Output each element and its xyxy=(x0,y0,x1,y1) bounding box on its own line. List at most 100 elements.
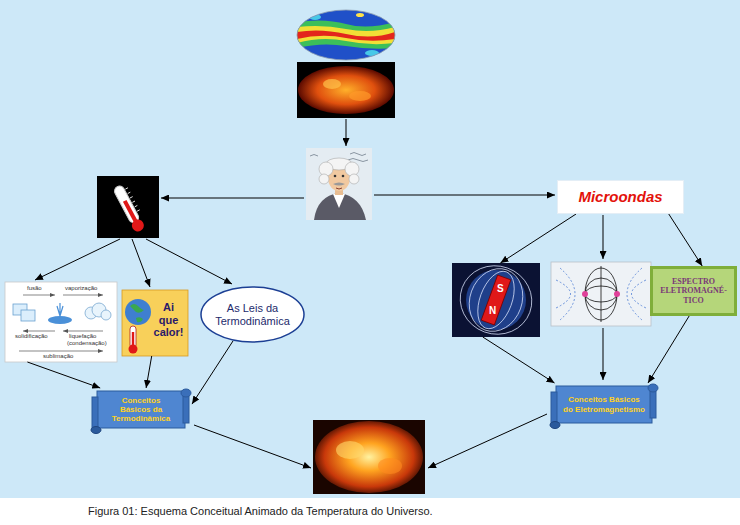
einstein-picture xyxy=(336,188,342,189)
picture-label: vaporização xyxy=(65,285,97,292)
node-label: Conceitos Básicos da Termodinâmica xyxy=(109,396,173,424)
concept-scroll: Conceitos Básicos da Termodinâmica xyxy=(90,388,192,434)
einstein-picture xyxy=(314,193,366,220)
thermometer-picture xyxy=(130,217,146,233)
flow-arrow xyxy=(603,215,604,259)
cmb-glow-map xyxy=(323,79,341,89)
cmb-map xyxy=(297,10,395,60)
cmb-map xyxy=(297,20,395,48)
flow-arrow xyxy=(194,425,311,468)
magnet-picture xyxy=(452,263,540,337)
hot-earth-picture xyxy=(122,290,188,356)
hot-earth-picture xyxy=(129,345,138,354)
cmb-map xyxy=(297,30,395,40)
cmb-map xyxy=(297,10,395,60)
dipole-field-picture xyxy=(560,268,575,320)
dipole-field-picture xyxy=(585,266,617,322)
concept-scroll: Conceitos Básicos do Eletromagnetismo xyxy=(549,383,659,429)
label-holder: N xyxy=(489,305,496,317)
connector-arrow xyxy=(192,341,233,404)
einstein-picture xyxy=(342,175,345,178)
dipole-field-picture xyxy=(614,291,620,297)
thermometer-picture xyxy=(97,176,159,238)
hot-earth-picture xyxy=(125,299,151,325)
magnet-picture xyxy=(466,270,526,330)
node-label: As Leis da Termodinâmica xyxy=(213,302,293,327)
node-label: Microondas xyxy=(578,188,662,205)
connector-arrow xyxy=(146,356,152,388)
cmb-map xyxy=(365,50,379,56)
picture-label: (condensação) xyxy=(67,340,107,347)
phase-change-picture: fusão vaporização solidificação liquefação(… xyxy=(5,282,117,362)
dipole-field-picture xyxy=(601,266,602,322)
cmb-glow-map xyxy=(349,91,371,101)
dipole-field-picture xyxy=(556,268,646,320)
einstein-picture xyxy=(306,148,372,220)
magnet-picture xyxy=(452,263,540,337)
flow-arrow xyxy=(346,119,347,146)
caption-area: Figura 01: Esquema Conceitual Animado da… xyxy=(0,502,740,524)
label-holder: (condensação) xyxy=(67,340,107,347)
label-holder: fusão xyxy=(27,285,42,292)
title-box: Microondas xyxy=(557,180,684,214)
einstein-picture xyxy=(333,194,345,208)
cmb-map xyxy=(297,26,395,44)
picture-label: sublimação xyxy=(43,353,73,360)
cmb-map xyxy=(297,10,395,60)
phase-change-picture xyxy=(63,331,103,332)
cmb-glow-map xyxy=(297,62,395,118)
connector-arrow xyxy=(648,316,689,383)
flow-arrow xyxy=(35,239,120,280)
cmb-map xyxy=(356,13,364,17)
einstein-picture xyxy=(345,162,359,176)
connector-arrow xyxy=(483,337,555,383)
scroll-shape xyxy=(181,389,191,397)
phase-change-picture xyxy=(23,295,55,296)
cmb-glow-map xyxy=(298,66,394,114)
ellipse-outline xyxy=(201,287,304,342)
dipole-field-picture xyxy=(627,268,642,320)
explosion-picture xyxy=(315,421,423,493)
scroll-shape xyxy=(648,384,658,392)
label-holder: sublimação xyxy=(43,353,73,360)
einstein-picture xyxy=(333,183,345,186)
picture-label: liquefação xyxy=(69,333,96,340)
connector-arrow xyxy=(27,362,100,388)
scroll-shape xyxy=(551,392,557,425)
magnet-picture xyxy=(451,256,542,345)
node-label: ESPECTRO ELETROMAGNÉ-TICO xyxy=(657,277,731,305)
background-panel xyxy=(0,0,740,498)
hot-earth-picture: Ai que calor! xyxy=(122,290,188,356)
flow-arrow xyxy=(132,239,150,287)
node-label: Conceitos Básicos do Eletromagnetismo xyxy=(563,395,645,413)
label-holder: liquefação xyxy=(69,333,96,340)
spectrum-box: ESPECTRO ELETROMAGNÉ-TICO xyxy=(650,266,737,316)
flow-arrow xyxy=(374,195,555,196)
dipole-field-picture xyxy=(632,280,647,308)
magnet-picture xyxy=(481,275,511,325)
explosion-picture xyxy=(378,458,402,474)
phase-change-picture xyxy=(19,351,103,352)
label-holder: S xyxy=(497,283,504,295)
thermometer-picture xyxy=(97,176,159,238)
picture-label: solidificação xyxy=(15,333,48,340)
cmb-map xyxy=(297,10,395,60)
scroll-shape xyxy=(97,391,185,428)
thermometer-picture xyxy=(112,182,149,233)
cmb-map xyxy=(309,14,321,20)
flow-arrow xyxy=(161,198,304,199)
magnet-picture xyxy=(452,263,540,337)
dipole-field-picture xyxy=(551,262,651,326)
label-holder: vaporização xyxy=(65,285,97,292)
concept-ellipse: As Leis da Termodinâmica xyxy=(200,286,305,343)
phase-change-picture xyxy=(63,295,103,296)
scroll-shape xyxy=(92,397,98,430)
flow-arrow xyxy=(603,328,604,380)
explosion-picture xyxy=(313,420,425,494)
phase-change-picture xyxy=(21,310,35,321)
magnet-picture xyxy=(452,263,540,337)
hot-earth-picture xyxy=(130,304,144,322)
flow-arrow xyxy=(146,239,232,284)
